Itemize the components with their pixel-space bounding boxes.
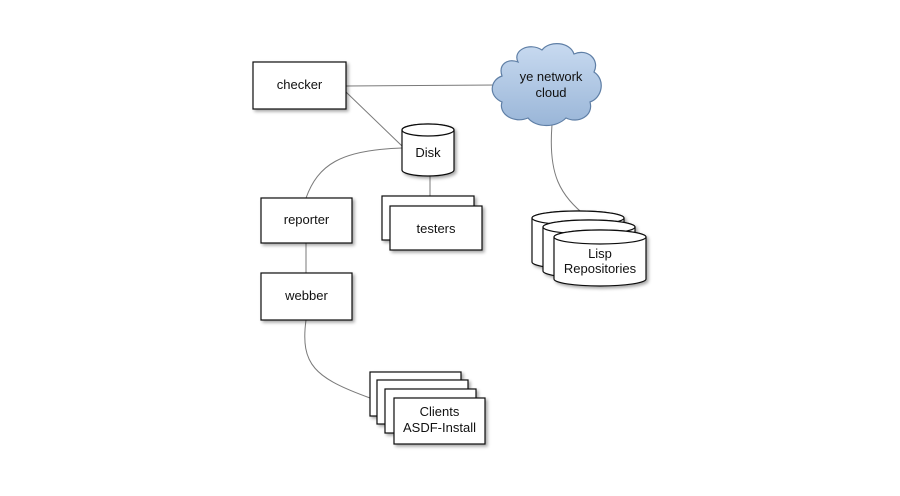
lisp-repositories-node: Lisp Repositories — [531, 210, 647, 287]
connector-checker-cloud — [345, 84, 498, 87]
cloud-label-line1: ye network — [520, 69, 583, 84]
testers-label: testers — [416, 221, 456, 236]
network-cloud-node: ye network cloud — [491, 43, 602, 127]
webber-label: webber — [284, 288, 328, 303]
connector-cloud-repos — [550, 124, 588, 218]
connector-checker-disk — [345, 91, 403, 147]
disk-node: Disk — [401, 123, 455, 177]
cloud-label-line2: cloud — [535, 85, 566, 100]
repos-label-line2: Repositories — [564, 261, 637, 276]
repos-label-line1: Lisp — [588, 246, 612, 261]
reporter-label: reporter — [284, 212, 330, 227]
clients-label-line2: ASDF-Install — [403, 420, 476, 435]
cloud-shape — [491, 43, 602, 127]
reporter-node: reporter — [260, 197, 353, 244]
checker-node: checker — [252, 61, 347, 110]
disk-label: Disk — [415, 145, 441, 160]
webber-node: webber — [260, 272, 353, 321]
testers-node: testers — [381, 195, 483, 251]
connectors — [304, 84, 588, 399]
clients-node: Clients ASDF-Install — [369, 371, 486, 445]
connector-disk-reporter — [305, 147, 403, 199]
connector-webber-clients — [304, 319, 371, 399]
clients-label-line1: Clients — [420, 404, 460, 419]
checker-label: checker — [277, 77, 323, 92]
